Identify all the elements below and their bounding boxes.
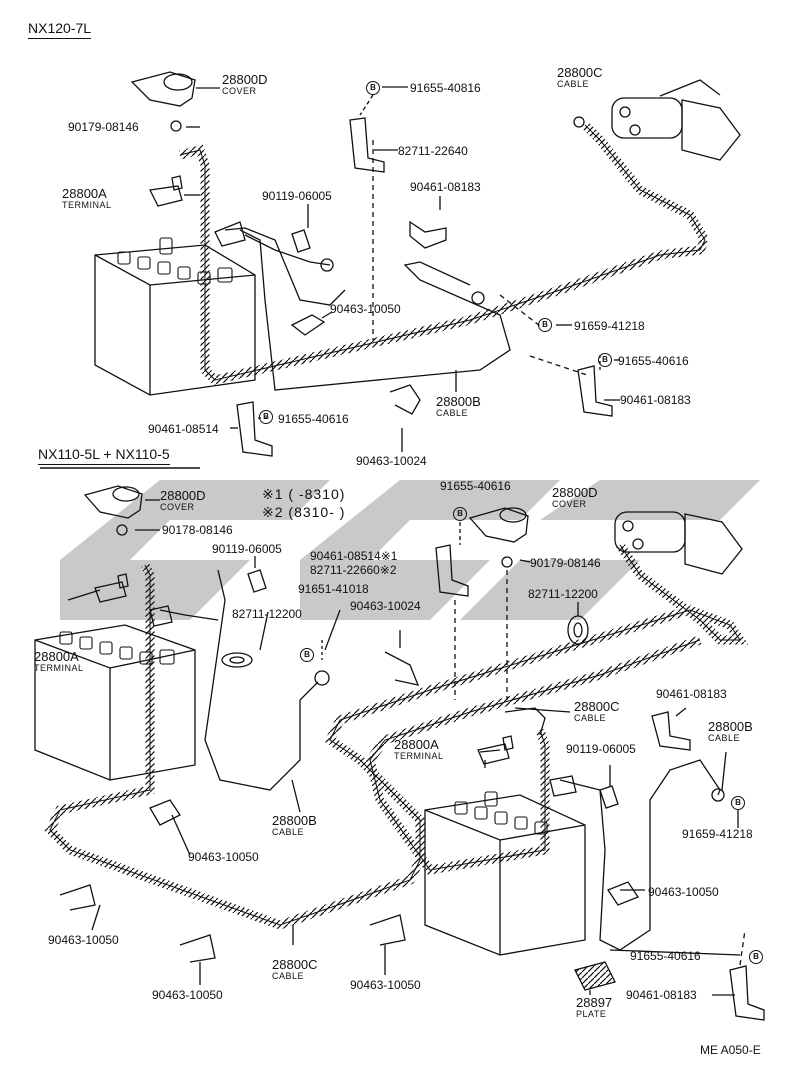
- part-label: 91659-41218: [682, 827, 753, 841]
- part-label: 90461-08514※1: [310, 549, 398, 563]
- bolt-marker: B: [259, 410, 273, 424]
- part-label: 91651-41018: [298, 582, 369, 596]
- battery-top: [94, 237, 256, 396]
- part-label: 82711-12200: [528, 587, 598, 601]
- part-label: 90463-10050: [350, 978, 421, 992]
- part-label: 90461-08183: [656, 687, 727, 701]
- part-label: 90463-10050: [152, 988, 223, 1002]
- part-label: 90179-08146: [530, 556, 601, 570]
- part-label: 90461-08183: [626, 988, 697, 1002]
- part-label: 90119-06005: [262, 189, 332, 203]
- bolt-marker: B: [731, 796, 745, 810]
- part-label: 91655-40816: [410, 81, 481, 95]
- note-1: ※1 ( -8310): [262, 486, 346, 502]
- part-label: 91655-40616: [440, 479, 511, 493]
- part-label: 82711-22660※2: [310, 563, 397, 577]
- part-label: 90179-08146: [68, 120, 139, 134]
- diagram-code: ME A050-E: [700, 1043, 761, 1057]
- part-label: 90119-06005: [566, 742, 636, 756]
- part-label: 90463-10050: [48, 933, 119, 947]
- starter-bottom: [614, 511, 743, 575]
- bolt-marker: B: [453, 507, 467, 521]
- part-label: 90119-06005: [212, 542, 282, 556]
- part-label: 90463-10050: [330, 302, 401, 316]
- part-label: 91659-41218: [574, 319, 645, 333]
- part-label: 91655-40616: [278, 412, 349, 426]
- starter-top: [611, 79, 741, 161]
- bolt-marker: B: [300, 648, 314, 662]
- bolt-marker: B: [749, 950, 763, 964]
- model-label-bottom: NX110-5L + NX110-5: [38, 446, 170, 465]
- part-label: 91655-40616: [630, 949, 701, 963]
- part-label: 90461-08183: [620, 393, 691, 407]
- part-label: 91655-40616: [618, 354, 689, 368]
- part-label: 90461-08514: [148, 422, 219, 436]
- part-label: 90463-10050: [188, 850, 259, 864]
- part-label: 90178-08146: [162, 523, 233, 537]
- bolt-marker: B: [538, 318, 552, 332]
- part-label: 82711-22640: [398, 144, 468, 158]
- part-label: 90463-10024: [356, 454, 427, 468]
- part-label: 82711-12200: [232, 607, 302, 621]
- note-2: ※2 (8310- ): [262, 504, 346, 520]
- part-label: 90463-10050: [648, 885, 719, 899]
- part-label: 90461-08183: [410, 180, 481, 194]
- model-label-top: NX120-7L: [28, 20, 92, 39]
- battery-right: [424, 791, 586, 956]
- bolt-marker: B: [366, 81, 380, 95]
- part-label: 90463-10024: [350, 599, 421, 613]
- bolt-marker: B: [598, 353, 612, 367]
